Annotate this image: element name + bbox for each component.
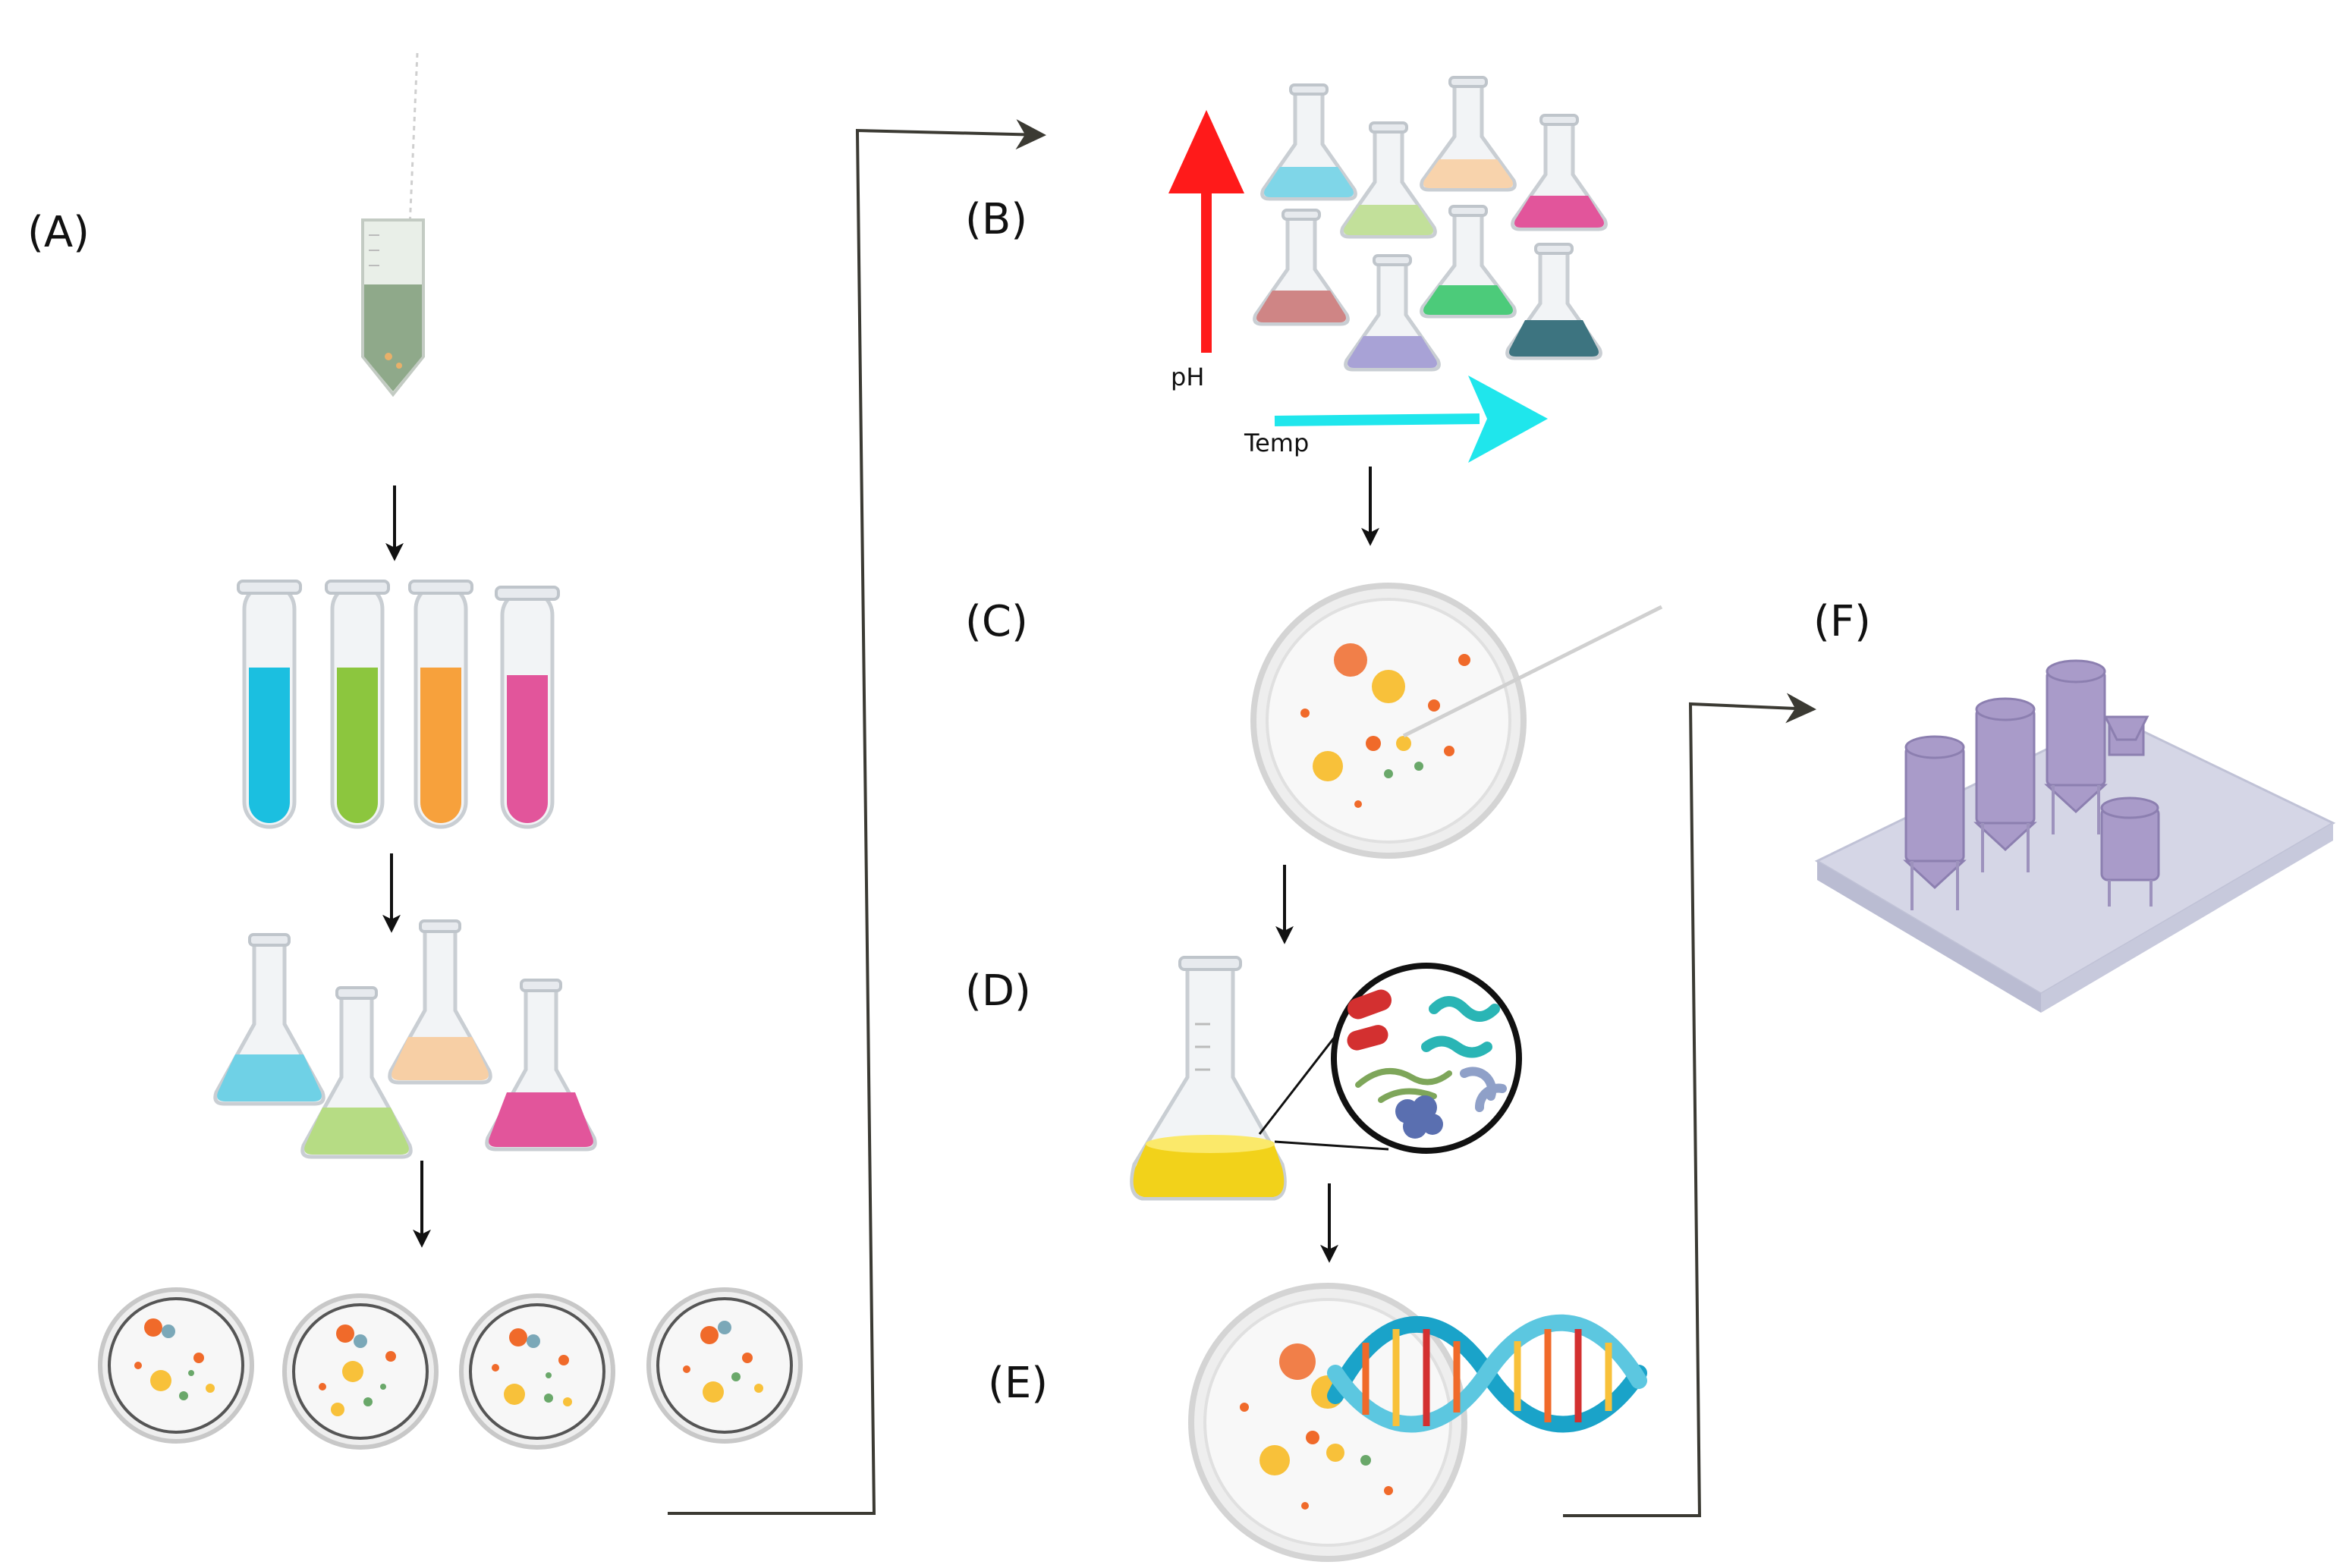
petri-dish-icon — [98, 1287, 254, 1444]
temp-arrow — [1274, 376, 1548, 463]
dna-helix-icon — [1327, 1314, 1647, 1433]
optimization-flasks-icon — [1253, 76, 1608, 372]
panel-label-e: (E) — [988, 1359, 1048, 1408]
flow-arrow-e-to-f — [1563, 693, 1816, 1517]
sample-pipette-icon — [361, 52, 425, 397]
temp-axis-label: Temp — [1244, 429, 1309, 457]
panel-label-c: (C) — [965, 597, 1028, 646]
flow-arrow-a-to-b — [668, 119, 1046, 1515]
test-tubes-icon — [237, 580, 560, 829]
panel-label-a: (A) — [27, 208, 90, 257]
ph-arrow — [1168, 110, 1244, 353]
petri-dish-icon — [646, 1287, 803, 1444]
panel-label-d: (D) — [965, 966, 1031, 1016]
flasks-icon — [213, 919, 597, 1159]
microbes-magnifier-icon — [1258, 963, 1522, 1154]
ph-axis-label: pH — [1171, 363, 1204, 391]
petri-dishes-row — [98, 1287, 803, 1450]
industrial-plant-icon — [1814, 659, 2336, 1013]
isolation-plate-icon — [1250, 583, 1663, 859]
panel-label-f: (F) — [1813, 597, 1871, 646]
petri-dish-icon — [459, 1293, 615, 1450]
culture-flask-icon — [1130, 956, 1287, 1201]
petri-dish-icon — [282, 1293, 439, 1450]
panel-label-b: (B) — [965, 195, 1027, 244]
